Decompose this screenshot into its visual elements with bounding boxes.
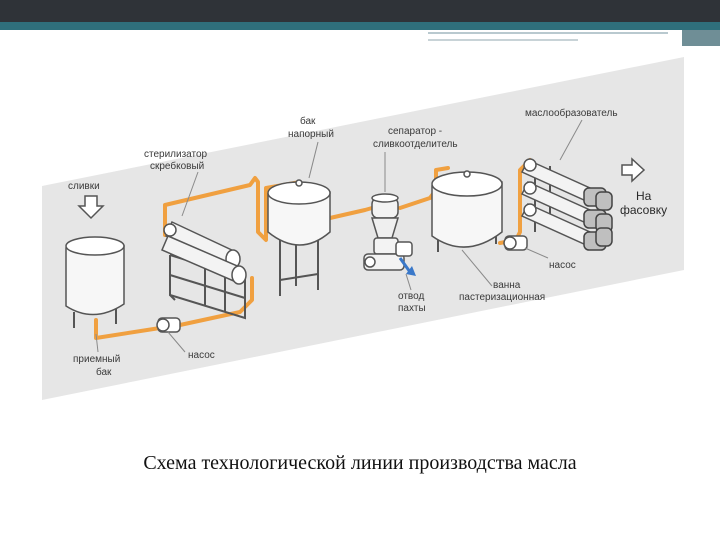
- receiving-tank: [65, 236, 125, 328]
- label-receiving-tank-2: бак: [96, 366, 112, 378]
- cream-inlet-arrow: [77, 195, 105, 220]
- label-tank-1: бак: [300, 115, 316, 127]
- scraped-sterilizer: [161, 220, 247, 320]
- label-pump-right: насос: [549, 260, 576, 271]
- diagram-background-panel: [42, 57, 684, 400]
- label-butter-former: маслообразователь: [525, 107, 618, 119]
- label-separator-1: сепаратор -: [388, 126, 442, 137]
- label-to-packaging-1: На: [636, 189, 652, 203]
- label-to-packaging-2: фасовку: [620, 203, 667, 217]
- pasteurization-bath: [431, 170, 503, 252]
- pressure-tank: [267, 179, 331, 296]
- label-bath-2: пастеризационная: [459, 292, 545, 303]
- slide-caption: Схема технологической линии производства…: [143, 452, 577, 474]
- label-pump-left: насос: [188, 350, 215, 361]
- title-bar-teal-stripe: [0, 22, 720, 30]
- label-sterilizer-2: скребковый: [150, 160, 204, 172]
- pump-left: [156, 317, 181, 333]
- separator-cream: [363, 193, 416, 276]
- label-tank-2: напорный: [288, 129, 334, 140]
- pump-right: [503, 235, 528, 251]
- title-bar-accent: [428, 30, 720, 46]
- label-bath-1: ванна: [493, 280, 521, 291]
- label-buttermilk-2: пахты: [398, 303, 426, 314]
- buttermilk-drain-arrow: [398, 257, 412, 273]
- label-sterilizer-1: стерилизатор: [144, 149, 208, 160]
- label-buttermilk-1: отвод: [398, 291, 424, 302]
- butter-former: [520, 158, 613, 251]
- label-separator-2: сливкоотделитель: [373, 139, 458, 150]
- label-receiving-tank-1: приемный: [73, 354, 120, 365]
- label-cream: сливки: [68, 181, 100, 192]
- packaging-outlet-arrow: [621, 157, 646, 183]
- label-leader-lines: [95, 119, 583, 353]
- title-bar-dark: [0, 0, 720, 22]
